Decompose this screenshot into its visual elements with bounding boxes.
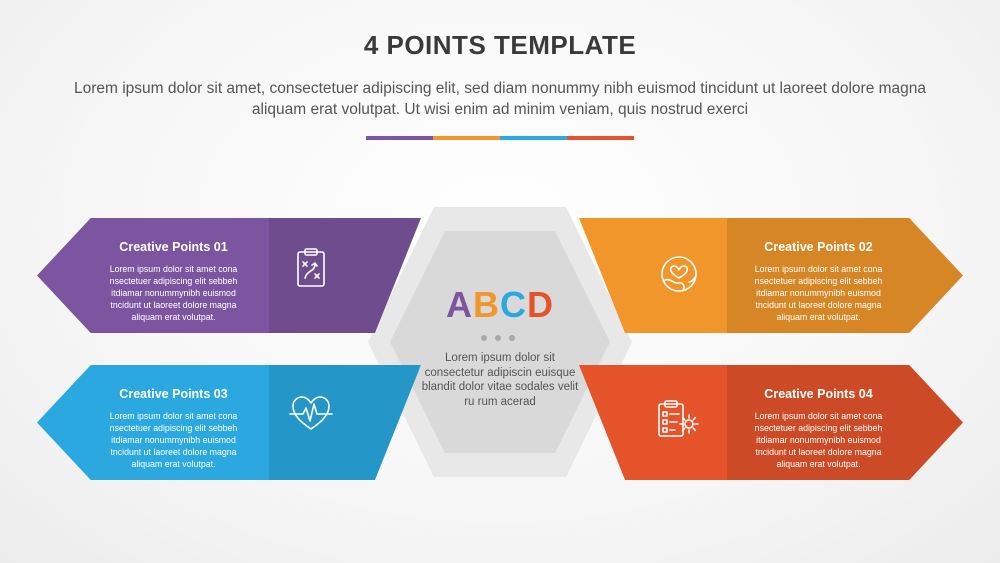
divider-orange: [433, 136, 500, 140]
earth-heart-icon: [661, 256, 697, 292]
abcd-heading: ABCD: [390, 284, 610, 326]
point-04-text-panel: [727, 365, 963, 480]
point-04-body: Lorem ipsum dolor sit amet cona nsectetu…: [754, 411, 883, 469]
center-description: Lorem ipsum dolor sit consectetur adipis…: [421, 352, 579, 408]
page-subtitle: Lorem ipsum dolor sit amet, consectetuer…: [73, 80, 927, 118]
point-03-title: Creative Points 03: [119, 387, 228, 401]
point-04-title: Creative Points 04: [764, 387, 873, 401]
point-01-shape: [37, 218, 421, 333]
point-02-title: Creative Points 02: [764, 240, 873, 254]
point-02-text: Creative Points 02 Lorem ipsum dolor sit…: [741, 240, 896, 323]
divider-red: [567, 136, 634, 140]
dot: [509, 335, 515, 341]
dot: [495, 335, 501, 341]
letter-d: D: [527, 284, 554, 325]
page-title: 4 POINTS TEMPLATE: [363, 30, 637, 60]
point-04-shape: [579, 365, 963, 480]
point-02-text-panel: [727, 218, 963, 333]
heartbeat-icon: [289, 396, 333, 430]
letter-c: C: [500, 284, 527, 325]
point-02-body: Lorem ipsum dolor sit amet cona nsectetu…: [754, 264, 883, 322]
dot: [481, 335, 487, 341]
dots-divider: [481, 335, 515, 341]
point-04-text: Creative Points 04 Lorem ipsum dolor sit…: [741, 387, 896, 470]
point-01-text: Creative Points 01 Lorem ipsum dolor sit…: [96, 240, 251, 323]
point-01-body: Lorem ipsum dolor sit amet cona nsectetu…: [109, 264, 238, 322]
point-03-body: Lorem ipsum dolor sit amet cona nsectetu…: [109, 411, 238, 469]
letter-a: A: [446, 284, 473, 325]
point-03-shape: [37, 365, 421, 480]
checklist-gear-icon: [658, 400, 699, 437]
letter-b: B: [473, 284, 500, 325]
point-02-shape: [579, 218, 963, 333]
point-01-title: Creative Points 01: [119, 240, 228, 254]
divider-blue: [500, 136, 567, 140]
point-03-text: Creative Points 03 Lorem ipsum dolor sit…: [96, 387, 251, 470]
divider-purple: [366, 136, 433, 140]
strategy-clipboard-icon: [297, 248, 325, 287]
